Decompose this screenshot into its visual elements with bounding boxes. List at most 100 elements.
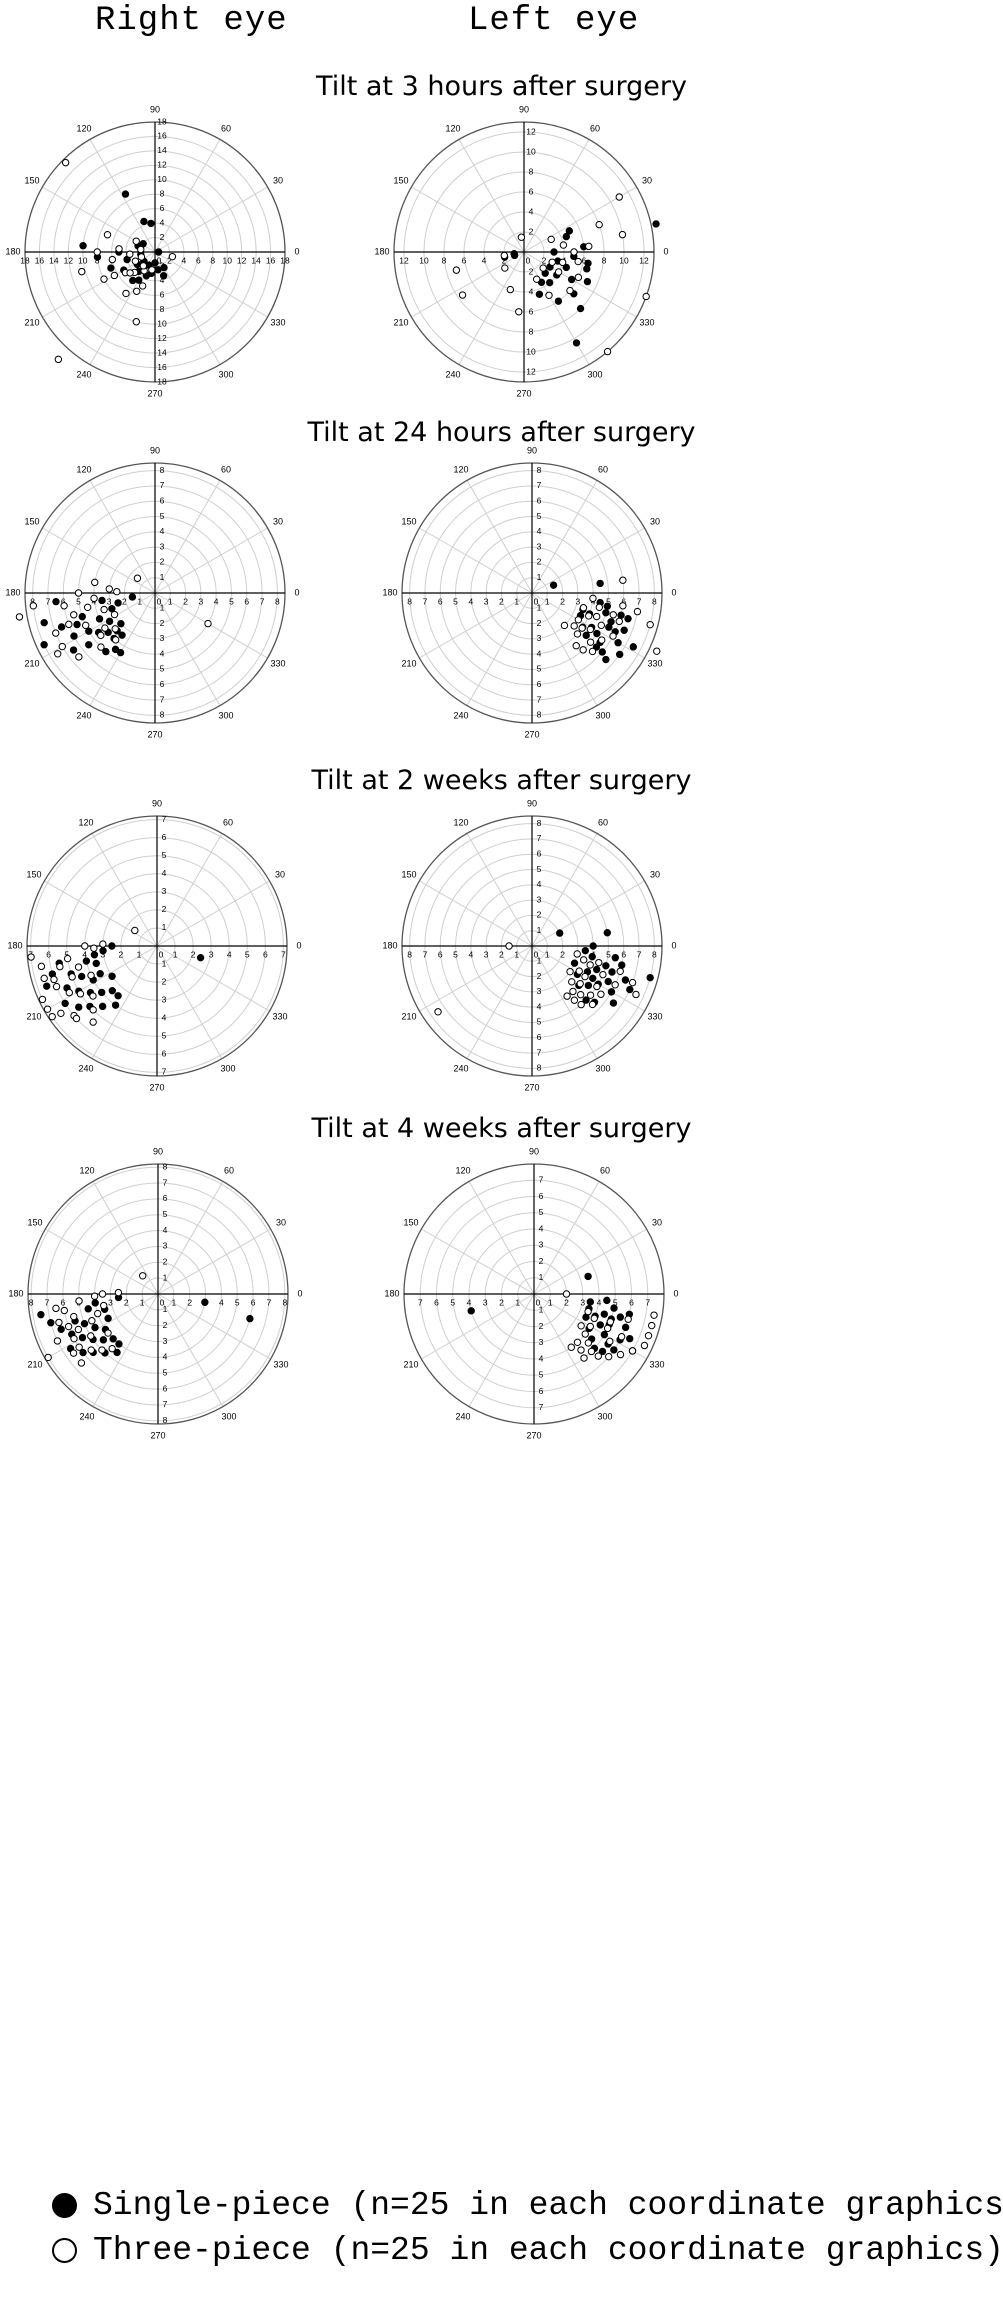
single-piece-point <box>610 1304 618 1312</box>
three-piece-point <box>539 264 547 272</box>
single-piece-point <box>111 645 120 654</box>
three-piece-point <box>81 942 89 950</box>
three-piece-point <box>74 589 83 597</box>
three-piece-point <box>559 241 568 249</box>
single-piece-point <box>85 627 93 635</box>
radial-tick-label: 6 <box>162 832 167 842</box>
radial-tick-label: 6 <box>462 255 467 265</box>
grid-spoke <box>531 527 645 594</box>
three-piece-point <box>617 1333 626 1341</box>
three-piece-point <box>108 1344 116 1353</box>
angle-label: 180 <box>384 1288 399 1298</box>
single-piece-point <box>80 1319 89 1328</box>
three-piece-point <box>615 193 623 201</box>
radial-tick-label: 6 <box>529 186 534 196</box>
radial-tick-label: 8 <box>652 596 657 606</box>
radial-tick-label: 6 <box>434 1297 439 1307</box>
three-piece-point <box>574 257 582 266</box>
single-piece-point <box>84 1305 92 1313</box>
radial-tick-label: 1 <box>545 596 550 606</box>
angle-label: 60 <box>221 464 231 474</box>
three-piece-point <box>642 292 650 301</box>
single-piece-point <box>246 1314 254 1323</box>
single-piece-point <box>467 1307 475 1315</box>
single-piece-point <box>117 620 125 628</box>
single-piece-point <box>115 1340 123 1348</box>
single-piece-point <box>603 929 612 937</box>
three-piece-point <box>506 285 515 294</box>
radial-tick-label: 4 <box>82 949 87 959</box>
three-piece-point <box>572 642 580 650</box>
grid-spoke <box>92 1293 159 1407</box>
single-piece-point <box>40 618 48 627</box>
radial-tick-label: 3 <box>163 1241 168 1251</box>
three-piece-point <box>122 289 130 298</box>
radial-tick-label: 3 <box>107 596 112 606</box>
angle-label: 210 <box>27 1011 42 1021</box>
grid-spoke <box>468 1181 535 1295</box>
three-piece-point <box>586 1322 594 1331</box>
radial-tick-label: 2 <box>191 949 196 959</box>
three-piece-point <box>574 616 583 624</box>
angle-label: 30 <box>273 175 283 185</box>
single-piece-point <box>570 959 579 967</box>
three-piece-point <box>103 231 112 239</box>
angle-label: 90 <box>527 445 537 455</box>
angle-label: 330 <box>649 1359 664 1369</box>
three-piece-point <box>132 287 141 295</box>
radial-tick-label: 1 <box>163 1304 168 1314</box>
grid-spoke <box>154 527 268 594</box>
single-piece-point <box>581 946 590 955</box>
single-piece-point <box>78 1333 87 1342</box>
three-piece-point <box>77 1359 86 1367</box>
radial-tick-label: 8 <box>160 710 165 720</box>
radial-tick-label: 4 <box>160 217 165 227</box>
three-piece-point <box>500 251 509 260</box>
angle-label: 150 <box>394 175 409 185</box>
radial-tick-label: 6 <box>160 495 165 505</box>
grid-spoke <box>466 480 533 594</box>
radial-tick-label: 0 <box>536 1297 541 1307</box>
single-piece-point <box>47 1319 55 1327</box>
angle-label: 300 <box>595 710 610 720</box>
radial-tick-label: 18 <box>157 376 167 386</box>
three-piece-point <box>98 1346 106 1354</box>
three-piece-point <box>115 245 123 253</box>
three-piece-point <box>606 1337 614 1346</box>
radial-tick-label: 6 <box>537 679 542 689</box>
grid-spoke <box>157 1228 271 1295</box>
grid-spoke <box>156 833 223 947</box>
single-piece-point <box>567 275 576 284</box>
three-piece-point <box>646 620 654 629</box>
angle-label: 30 <box>642 175 652 185</box>
single-piece-point <box>118 631 126 639</box>
radial-tick-label: 2 <box>160 557 165 567</box>
angle-label: 60 <box>590 123 600 133</box>
radial-tick-label: 8 <box>537 1063 542 1073</box>
angle-label: 30 <box>650 869 660 879</box>
radial-tick-label: 5 <box>537 1017 542 1027</box>
three-piece-point <box>90 1292 99 1300</box>
three-piece-point <box>91 578 99 587</box>
radial-tick-label: 1 <box>168 596 173 606</box>
radial-tick-label: 2 <box>560 949 565 959</box>
single-piece-point <box>549 581 558 589</box>
grid-spoke <box>89 592 156 706</box>
single-piece-point <box>69 646 78 654</box>
single-piece-point <box>70 632 78 640</box>
three-piece-point <box>624 1315 632 1323</box>
three-piece-point <box>38 995 47 1004</box>
single-piece-point <box>646 973 654 982</box>
single-piece-point <box>61 999 69 1008</box>
three-piece-point <box>63 954 72 963</box>
three-piece-point <box>55 1318 63 1327</box>
three-piece-point <box>580 1354 588 1362</box>
radial-tick-label: 2 <box>499 949 504 959</box>
radial-tick-label: 1 <box>173 949 178 959</box>
single-piece-point <box>40 641 48 649</box>
three-piece-point <box>562 1290 571 1298</box>
three-piece-point <box>595 220 603 229</box>
